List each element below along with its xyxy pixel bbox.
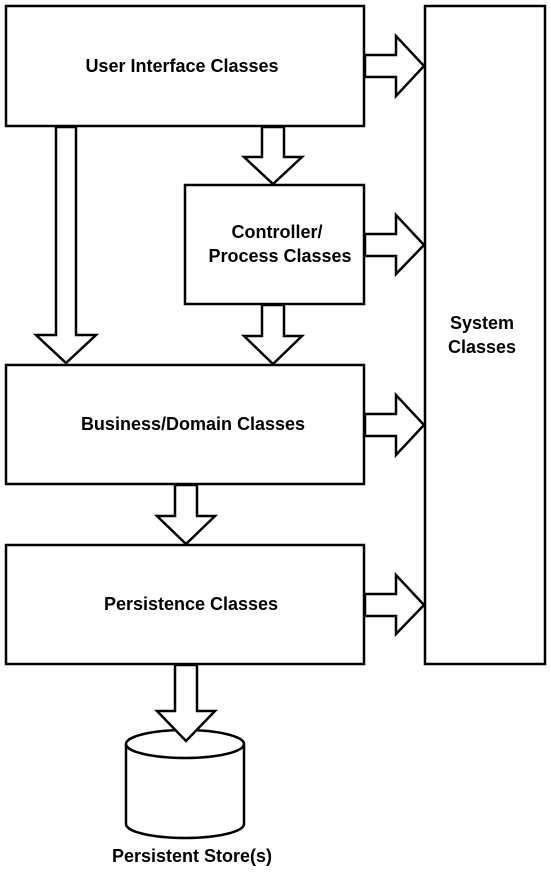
business-to-persistence-arrow — [153, 483, 219, 546]
business-domain-classes-label: Business/Domain Classes — [81, 414, 305, 434]
user-interface-classes-box — [4, 4, 366, 128]
persistent-store-label: Persistent Store(s) — [112, 846, 272, 866]
system-classes-label-line2: Classes — [448, 337, 516, 357]
ui-to-controller-arrow — [240, 125, 306, 186]
controller-to-system-arrow — [363, 211, 426, 278]
persistence-to-store-arrow — [154, 663, 218, 743]
user-interface-classes-label: User Interface Classes — [85, 56, 278, 76]
persistent-store-cylinder — [124, 728, 246, 840]
system-classes-label-line1: System — [450, 313, 514, 333]
persistence-classes-label: Persistence Classes — [104, 594, 278, 614]
controller-to-business-arrow — [240, 303, 306, 366]
business-domain-classes-box — [4, 363, 366, 486]
ui-to-system-arrow — [363, 32, 426, 100]
persistence-classes-box — [4, 543, 366, 666]
ui-to-business-arrow — [32, 125, 100, 365]
system-classes-box — [423, 4, 547, 666]
persistence-to-system-arrow — [363, 571, 426, 638]
controller-process-classes-box — [183, 183, 366, 306]
business-to-system-arrow — [363, 391, 426, 459]
controller-label-line1: Controller/ — [231, 222, 322, 242]
controller-label-line2: Process Classes — [208, 246, 351, 266]
